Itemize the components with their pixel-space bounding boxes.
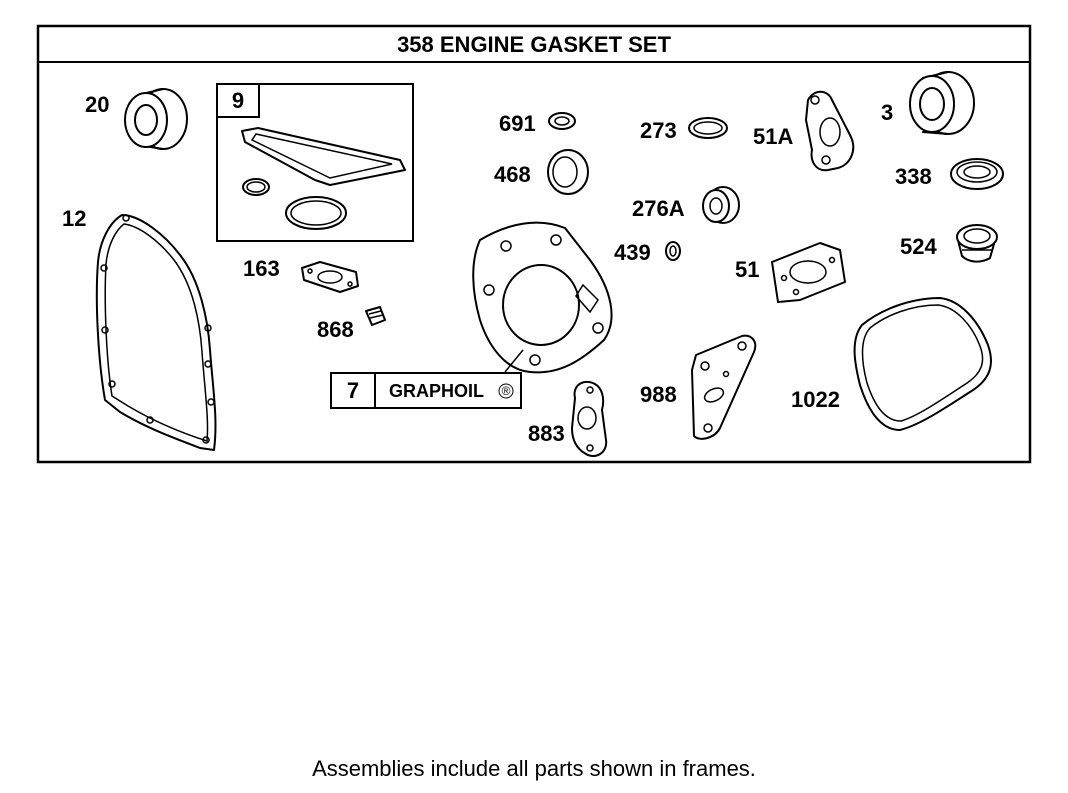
part-label-51A: 51A bbox=[753, 124, 793, 149]
frame-9-valve-cover-gasket bbox=[241, 127, 406, 186]
part-label-20: 20 bbox=[85, 92, 109, 117]
registered-mark: ® bbox=[502, 384, 511, 398]
part-label-12: 12 bbox=[62, 206, 86, 231]
frame-9: 9 bbox=[216, 83, 414, 242]
part-7-head-gasket bbox=[472, 221, 613, 374]
part-label-468: 468 bbox=[494, 162, 531, 187]
part-1022-gasket bbox=[853, 297, 992, 431]
part-label-3: 3 bbox=[881, 100, 893, 125]
diagram-title: 358 ENGINE GASKET SET bbox=[397, 32, 671, 57]
part-524-cap bbox=[956, 224, 998, 263]
part-label-524: 524 bbox=[900, 234, 937, 259]
frame-9-large-oring bbox=[285, 196, 347, 230]
part-273-oring bbox=[688, 117, 728, 139]
part-label-51: 51 bbox=[735, 257, 759, 282]
part-338-seal bbox=[950, 158, 1004, 190]
frame-9-number: 9 bbox=[232, 88, 244, 113]
part-label-691: 691 bbox=[499, 111, 536, 136]
part-label-338: 338 bbox=[895, 164, 932, 189]
part-51-gasket bbox=[771, 242, 846, 303]
part-7-leader bbox=[504, 349, 524, 373]
part-468-ring bbox=[547, 149, 589, 195]
part-276A-seal bbox=[702, 186, 740, 224]
part-20-seal bbox=[124, 88, 188, 150]
part-51A-gasket bbox=[805, 90, 855, 172]
part-label-163: 163 bbox=[243, 256, 280, 281]
part-163-gasket bbox=[301, 261, 359, 293]
diagram-border bbox=[36, 24, 1032, 464]
part-label-276A: 276A bbox=[632, 196, 685, 221]
part-label-1022: 1022 bbox=[791, 387, 840, 412]
frame-7: 7 GRAPHOIL ® bbox=[330, 372, 522, 409]
part-12-crankcase-gasket bbox=[95, 214, 217, 451]
footer-note: Assemblies include all parts shown in fr… bbox=[312, 756, 756, 781]
part-label-273: 273 bbox=[640, 118, 677, 143]
part-label-439: 439 bbox=[614, 240, 651, 265]
frame-7-text: GRAPHOIL bbox=[389, 381, 484, 401]
part-691-washer bbox=[548, 112, 576, 130]
frame-9-small-oring bbox=[242, 178, 270, 196]
part-label-868: 868 bbox=[317, 317, 354, 342]
part-label-988: 988 bbox=[640, 382, 677, 407]
part-988-gasket bbox=[691, 334, 757, 440]
part-3-seal bbox=[909, 71, 975, 135]
part-883-gasket bbox=[571, 380, 608, 458]
part-439-ring bbox=[665, 241, 681, 261]
frame-7-number: 7 bbox=[347, 378, 359, 403]
part-label-883: 883 bbox=[528, 421, 565, 446]
part-868-insert bbox=[365, 306, 386, 326]
